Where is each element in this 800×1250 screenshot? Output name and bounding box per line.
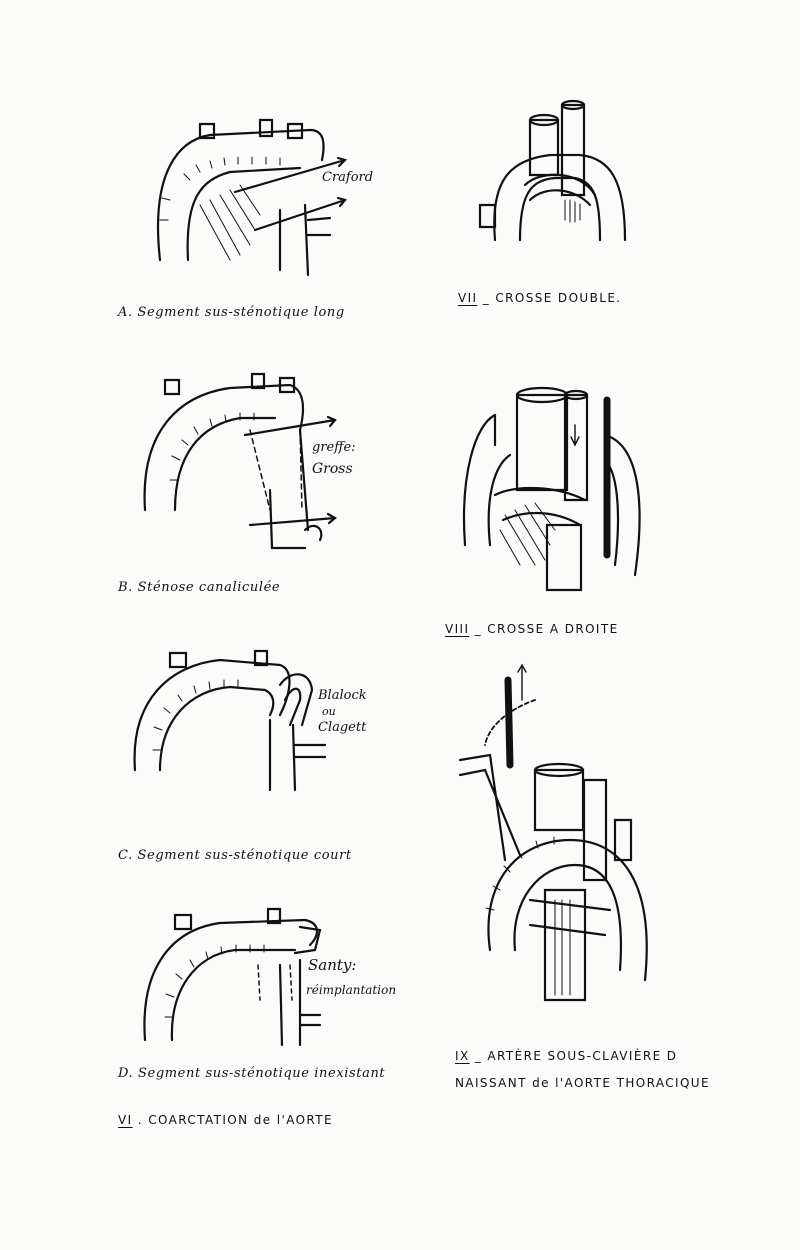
figure-viii-number: VIII: [445, 622, 470, 636]
figure-vii-caption-line: VII _ CROSSE DOUBLE.: [458, 291, 622, 305]
figure-a-caption: A. Segment sus-sténotique long: [118, 305, 345, 320]
figure-c-label-3: Clagett: [318, 720, 367, 735]
figure-vii-number: VII: [458, 291, 478, 305]
figure-vii-drawing: [470, 100, 640, 270]
figure-vi-caption-line: VI . COARCTATION de l'AORTE: [118, 1113, 334, 1127]
figure-a-drawing: [140, 110, 380, 290]
figure-a-label: Craford: [322, 170, 374, 185]
figure-c-caption: C. Segment sus-sténotique court: [118, 848, 352, 863]
figure-viii-caption-line: VIII _ CROSSE A DROITE: [445, 622, 619, 636]
figure-d-drawing: [140, 905, 340, 1055]
figure-d-label-2: réimplantation: [306, 983, 397, 997]
figure-vi-number: VI: [118, 1113, 133, 1127]
figure-ix-number: IX: [455, 1049, 470, 1063]
figure-c-label-2: ou: [322, 705, 336, 718]
figure-b-drawing: [140, 370, 360, 560]
figure-d-caption: D. Segment sus-sténotique inexistant: [118, 1066, 386, 1081]
figure-ix-drawing: [450, 660, 660, 1020]
figure-b-label-2: Gross: [312, 461, 353, 477]
figure-vii-caption: CROSSE DOUBLE.: [495, 291, 622, 305]
figure-viii-drawing: [455, 385, 655, 595]
figure-ix-caption-line-1: IX _ ARTÈRE SOUS-CLAVIÈRE D: [455, 1049, 678, 1063]
figure-viii-caption: CROSSE A DROITE: [487, 622, 619, 636]
figure-ix-caption-2: NAISSANT de l'AORTE THORACIQUE: [455, 1076, 710, 1090]
figure-ix-caption-1: ARTÈRE SOUS-CLAVIÈRE D: [487, 1049, 678, 1063]
figure-vi-caption: COARCTATION de l'AORTE: [148, 1113, 334, 1127]
figure-d-label-1: Santy:: [308, 956, 357, 974]
figure-c-label-1: Blalock: [318, 688, 367, 703]
figure-b-caption: B. Sténose canaliculée: [118, 580, 281, 595]
figure-c-drawing: [130, 645, 340, 805]
figure-b-label-1: greffe:: [312, 440, 356, 455]
